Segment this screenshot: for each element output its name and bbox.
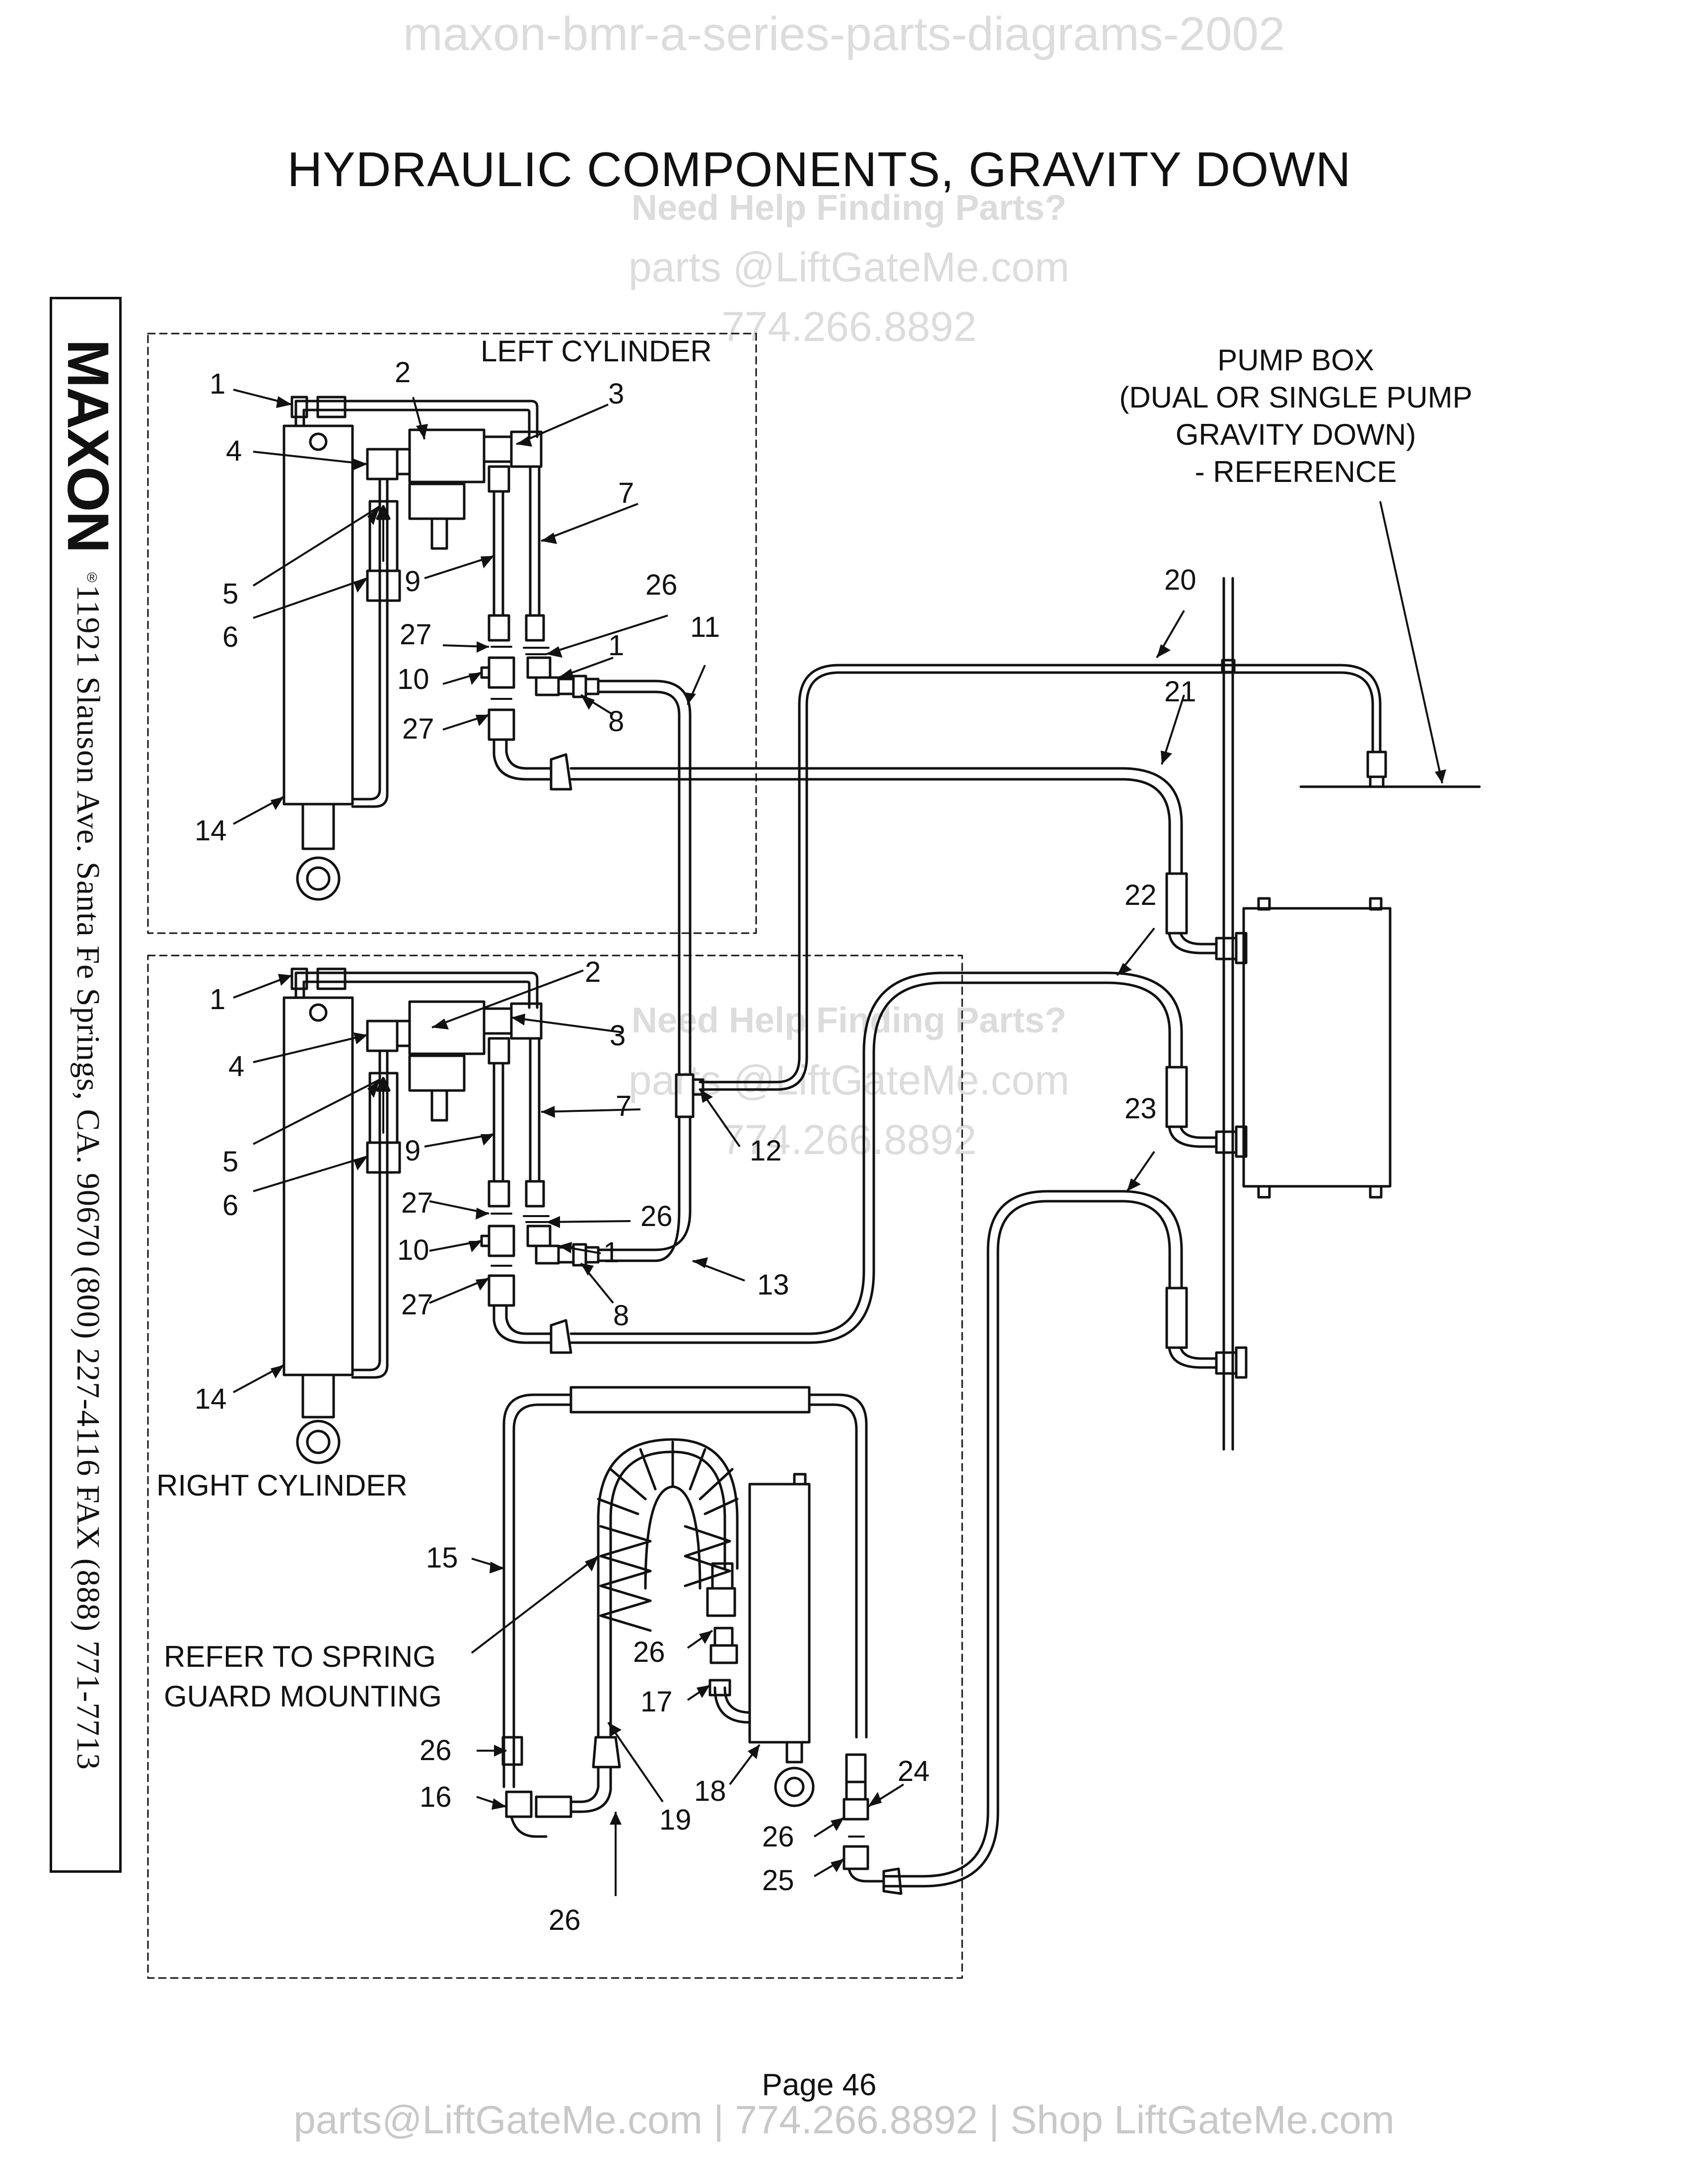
spring-guard-label-2: GUARD MOUNTING [164,1680,442,1713]
watermark-phone-2: 774.266.8892 [721,1116,977,1163]
callout-label: 26 [549,1904,581,1936]
watermark-help-2: Need Help Finding Parts? [631,1001,1067,1040]
callout-label: 4 [226,435,242,467]
callout-label: 9 [405,1135,421,1167]
pump-box-label-4: - REFERENCE [1195,455,1397,488]
callout-label: 4 [228,1050,245,1083]
callout-label: 12 [750,1135,782,1167]
right-cylinder-box [147,955,963,1979]
callout-label: 26 [762,1821,794,1853]
callout-label: 7 [618,477,634,509]
callout-label: 7 [616,1090,632,1122]
callout-label: 18 [694,1775,726,1807]
callout-label: 24 [898,1755,930,1787]
callout-label: 27 [402,713,434,745]
callout-label: 8 [608,705,625,738]
pump-fittings [1165,872,1248,1379]
watermark-email: parts @LiftGateMe.com [628,244,1070,290]
callout-label: 1 [210,368,226,400]
callout-label: 11 [690,611,720,643]
footer-contact: parts@LiftGateMe.com | 774.266.8892 | Sh… [293,2098,1395,2142]
callout-label: 3 [610,1020,626,1052]
page-title: HYDRAULIC COMPONENTS, GRAVITY DOWN [287,142,1351,197]
callout-label: 15 [426,1542,458,1574]
callout-label: 27 [401,1289,433,1321]
callout-label: 1 [608,629,625,662]
callout-label: 6 [222,621,239,653]
callout-label: 26 [420,1734,452,1767]
callout-label: 9 [405,565,421,598]
callout-label: 26 [645,569,678,601]
callout-label: 2 [585,956,601,988]
callout-label: 23 [1125,1092,1157,1125]
callout-label: 5 [222,1146,239,1178]
sidebar-brand-box: MAXON ® 11921 Slauson Ave. Santa Fe Spri… [50,297,122,1873]
callout-label: 13 [757,1269,789,1301]
callout-label: 21 [1164,676,1196,708]
callout-label: 2 [395,356,411,389]
callout-label: 26 [633,1636,665,1668]
callout-label: 8 [613,1299,630,1332]
callout-label: 5 [222,578,239,610]
callout-label: 10 [397,1234,429,1266]
callout-label: 10 [397,663,429,695]
callout-label: 26 [640,1200,673,1232]
callout-label: 17 [640,1686,673,1718]
watermark-help: Need Help Finding Parts? [631,188,1067,228]
callout-label: 1 [603,1236,620,1269]
callout-label: 14 [195,815,227,847]
pump-box-label-1: PUMP BOX [1217,343,1374,377]
spring-section [501,1386,903,1895]
callout-label: 16 [420,1781,452,1813]
watermark-title: maxon-bmr-a-series-parts-diagrams-2002 [403,7,1285,61]
callout-label: 25 [762,1864,794,1897]
callout-label: 6 [222,1189,239,1222]
callout-label: 20 [1164,564,1196,596]
page-number: Page 46 [762,2068,877,2102]
callout-arrowheads [271,396,1446,1872]
right-cylinder-label: RIGHT CYLINDER [156,1469,408,1502]
callout-label: 22 [1125,879,1157,911]
registered-mark: ® [87,570,97,585]
callout-label: 19 [659,1804,692,1836]
callout-label: 14 [195,1383,227,1415]
callout-label: 27 [401,1187,433,1219]
callout-label: 1 [210,983,226,1016]
spring-guard-label-1: REFER TO SPRING [164,1640,436,1673]
pump-box-label-2: (DUAL OR SINGLE PUMP [1119,381,1473,414]
left-cylinder-box [147,333,757,934]
left-cylinder-label: LEFT CYLINDER [481,335,712,368]
watermark-phone: 774.266.8892 [721,303,977,350]
pump-box-label-3: GRAVITY DOWN) [1175,418,1416,451]
left-cylinder-assembly [282,396,600,901]
callout-label: 3 [608,378,625,410]
callout-label: 27 [400,618,432,651]
